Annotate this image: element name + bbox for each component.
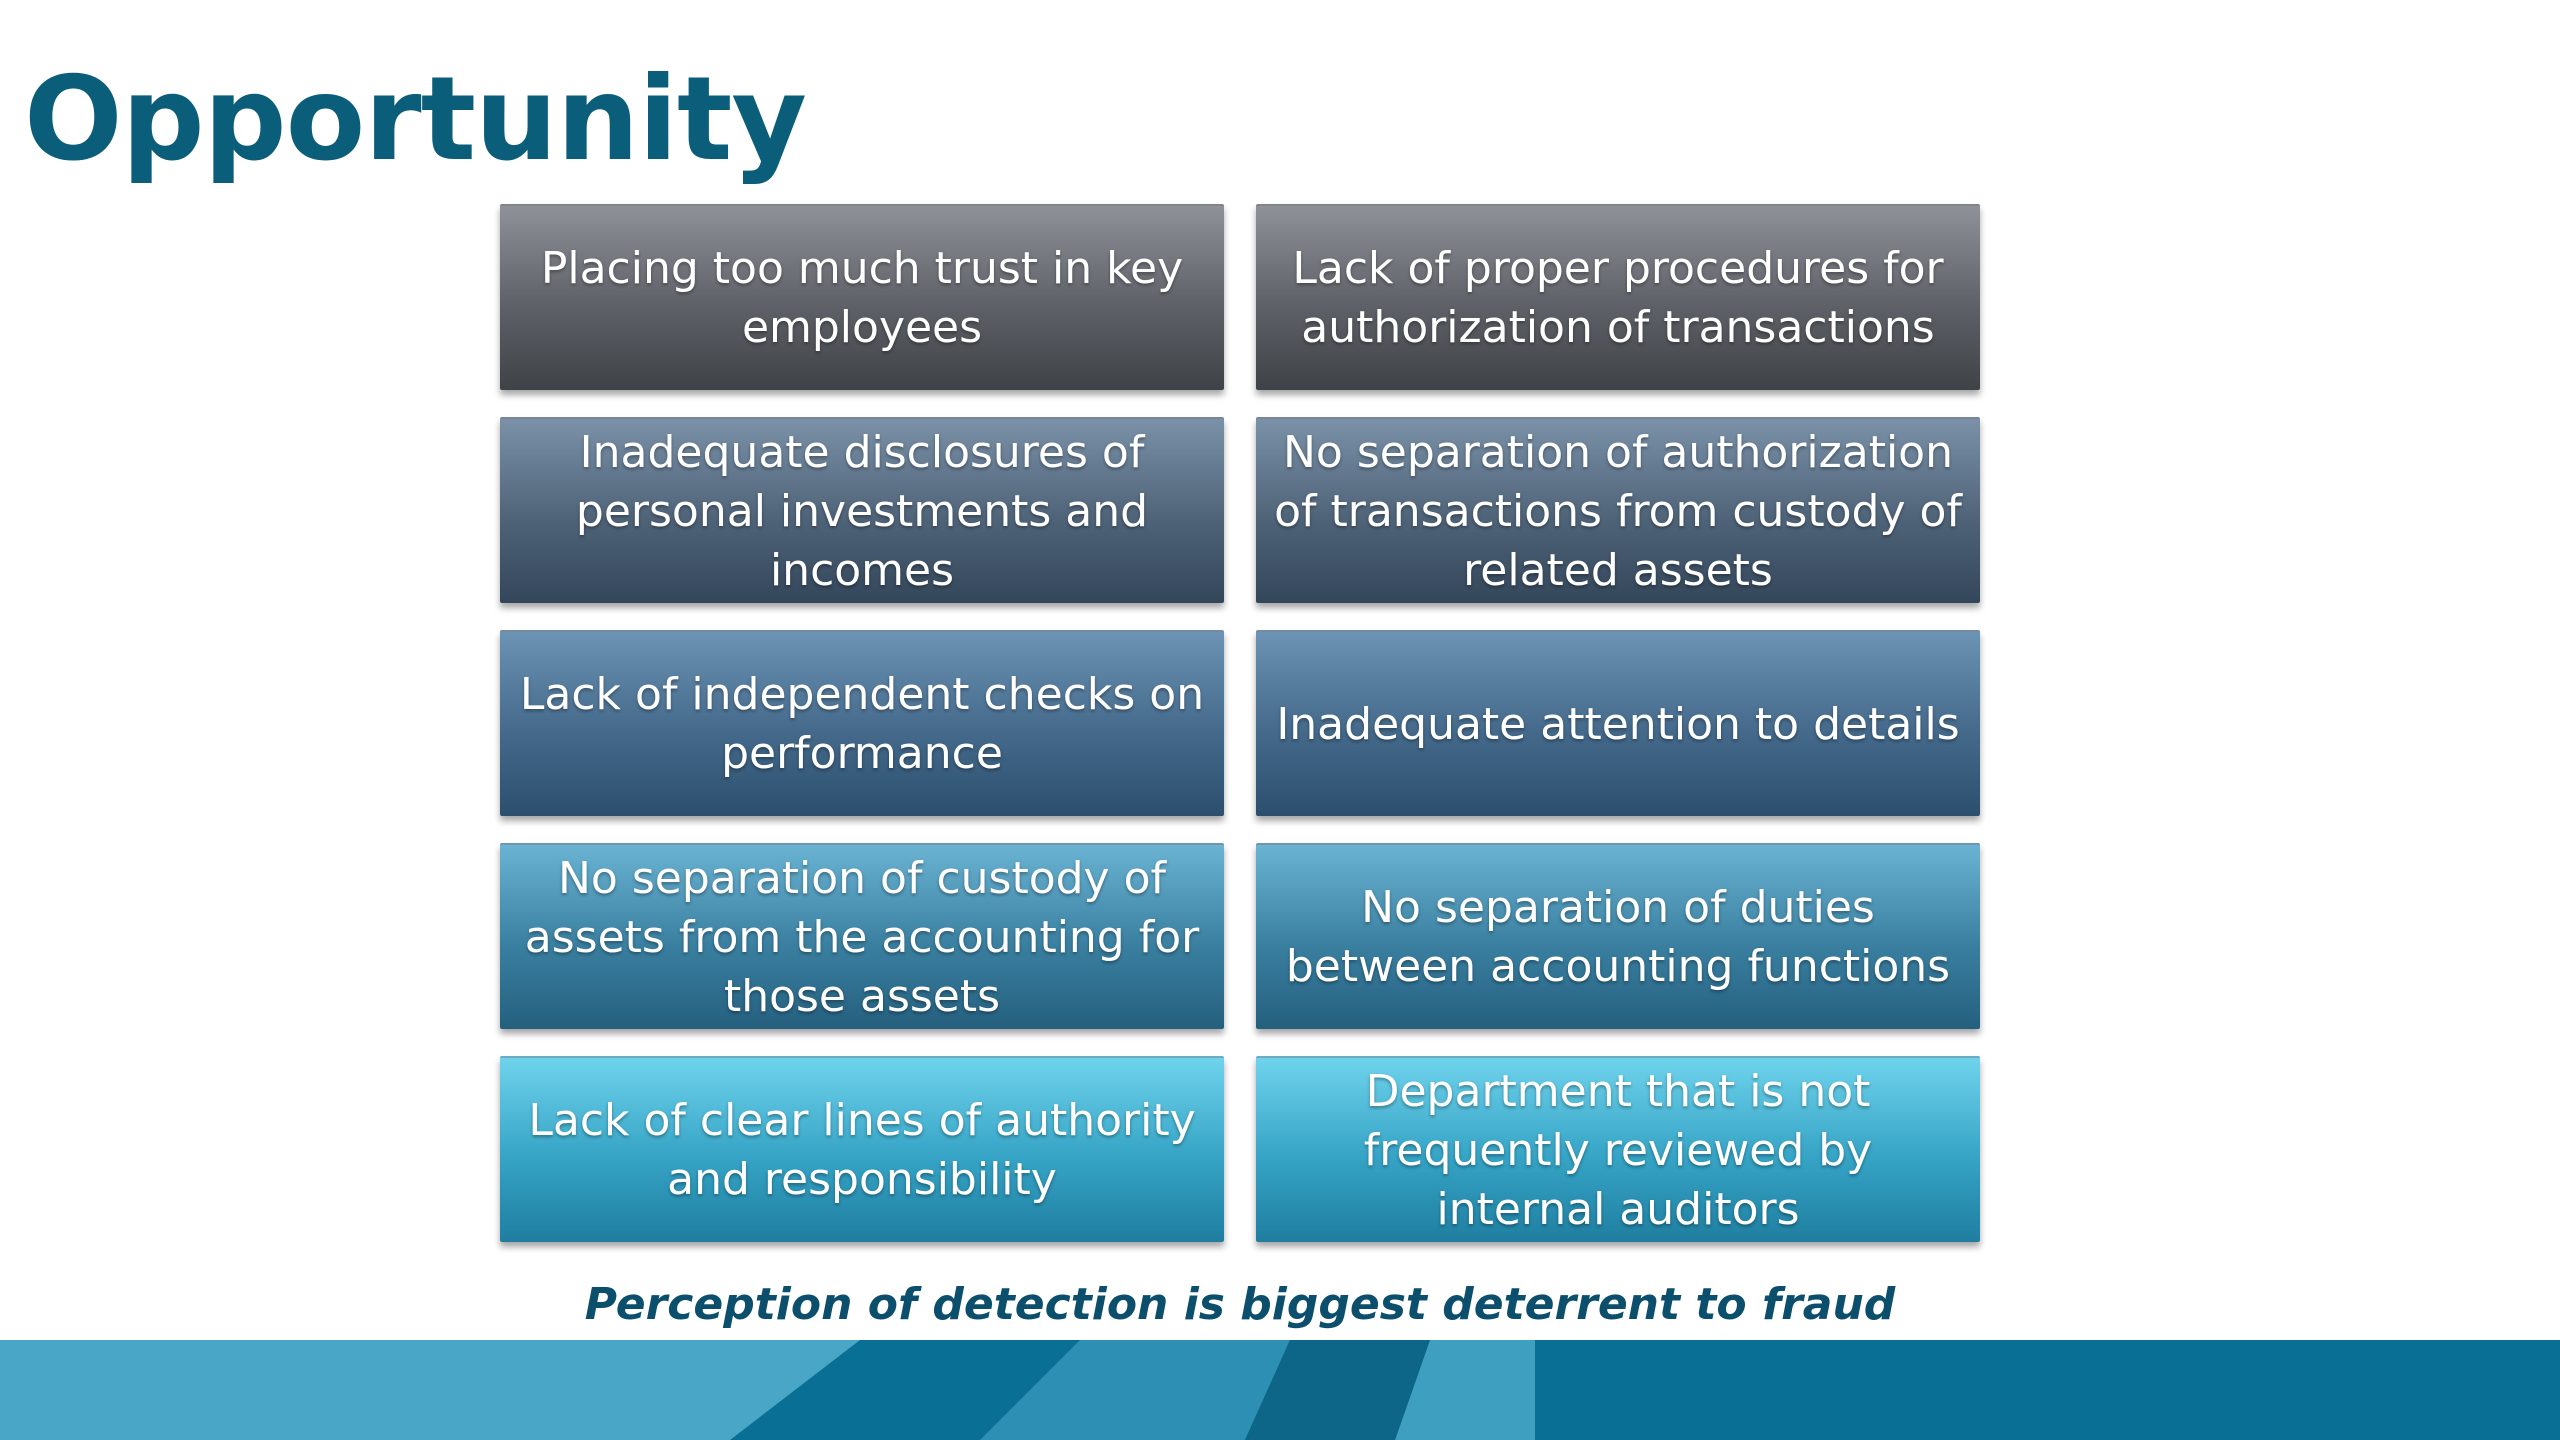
grid-box: Placing too much trust in key employees [500,204,1224,390]
footer-band-graphic [0,1340,2560,1440]
band-light-panel [0,1340,860,1440]
grid-box: No separation of custody of assets from … [500,843,1224,1029]
slide-title: Opportunity [24,52,807,187]
grid-box: Inadequate attention to details [1256,630,1980,816]
opportunity-grid: Placing too much trust in key employees … [500,204,1980,1244]
grid-box: Department that is not frequently review… [1256,1056,1980,1242]
grid-box: No separation of duties between accounti… [1256,843,1980,1029]
grid-box: No separation of authorization of transa… [1256,417,1980,603]
grid-box: Lack of proper procedures for authorizat… [1256,204,1980,390]
decorative-footer-band [0,1340,2560,1440]
band-stripe [980,1340,1290,1440]
band-stripe [1245,1340,1430,1440]
grid-box: Inadequate disclosures of personal inves… [500,417,1224,603]
grid-box: Lack of independent checks on performanc… [500,630,1224,816]
footer-statement: Perception of detection is biggest deter… [584,1279,1896,1330]
grid-box: Lack of clear lines of authority and res… [500,1056,1224,1242]
band-stripe [1395,1340,1535,1440]
